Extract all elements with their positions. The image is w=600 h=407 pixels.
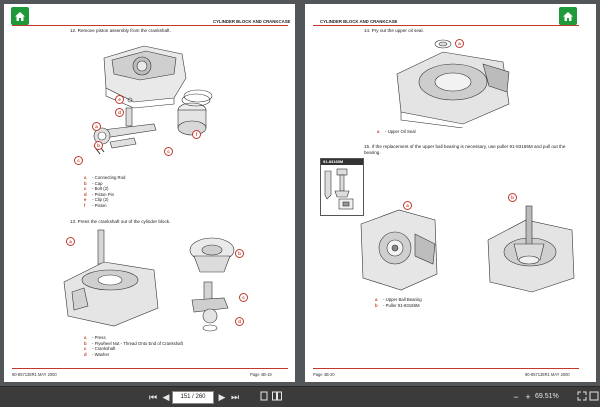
callout-c: c: [74, 156, 83, 165]
callout-a-press: a: [66, 237, 75, 246]
callout-b-flywheel-nut: b: [235, 249, 244, 258]
callout-b-puller: b: [508, 193, 517, 202]
home-icon: [563, 11, 573, 21]
next-page-button[interactable]: ▶: [218, 392, 226, 402]
callout-c2: c: [164, 147, 173, 156]
callout-e: e: [115, 95, 124, 104]
legend-15: a- Upper Ball Bearing b- Puller 91-83165…: [375, 297, 422, 308]
footer-doc-id: 90-857138R1 MAY 2000: [525, 372, 570, 377]
home-button[interactable]: [11, 7, 29, 25]
oil-seal-illustration: [396, 39, 510, 128]
page-header: CYLINDER BLOCK AND CRANKCASE: [213, 19, 291, 24]
puller-in-use-illustration: [487, 205, 575, 293]
legend-item: a- Upper Oil Seal: [377, 129, 416, 134]
last-page-button[interactable]: ⏭: [230, 392, 240, 402]
callout-a: a: [92, 122, 101, 131]
legend-12: a- Connecting Rod b- Cap c- Bolt (2) d- …: [84, 175, 125, 209]
callout-d-washer: d: [235, 317, 244, 326]
header-rule: [313, 25, 579, 26]
footer-rule: [12, 368, 288, 369]
tool-label: 91-83165M: [321, 159, 363, 165]
page-header: CYLINDER BLOCK AND CRANKCASE: [320, 19, 398, 24]
page-number-input[interactable]: 151 / 260: [172, 391, 214, 404]
crankshaft-press-illustration: [63, 229, 235, 332]
fullscreen-icon[interactable]: [588, 391, 600, 403]
document-viewer[interactable]: CYLINDER BLOCK AND CRANKCASE 12. Remove …: [0, 0, 600, 386]
step-13: 13. Press the crankshaft out of the cyli…: [70, 219, 171, 224]
piston-assembly-illustration: [93, 45, 213, 155]
legend-item: a- Press: [84, 335, 106, 340]
first-page-button[interactable]: ⏮: [148, 392, 158, 402]
tool-box: 91-83165M: [320, 158, 364, 216]
callout-d: d: [115, 108, 124, 117]
puller-tool-icon: [324, 168, 354, 210]
legend-item: c- Crankshaft: [84, 346, 116, 352]
legend-item: d- Piston Pin: [84, 191, 114, 197]
zoom-level[interactable]: 69.51%: [535, 393, 559, 400]
callout-a-upper-oil-seal: a: [455, 39, 464, 48]
two-page-view-icon[interactable]: [271, 391, 283, 403]
legend-item: e- Clip (2): [84, 197, 109, 203]
legend-item: a- Upper Ball Bearing: [375, 297, 422, 302]
header-rule: [12, 25, 288, 26]
footer-page-number: Page 4B-19: [250, 372, 272, 377]
legend-item: b- Puller 91-83165M: [375, 302, 420, 308]
footer-rule: [313, 368, 579, 369]
callout-f: f: [192, 130, 201, 139]
legend-13: a- Press b- Flywheel Nut - Thread Onto E…: [84, 335, 183, 357]
callout-a-upper-ball-bearing: a: [403, 201, 412, 210]
step-15: 15. If the replacement of the upper ball…: [364, 144, 566, 155]
callout-b: b: [94, 141, 103, 150]
single-page-view-icon[interactable]: [258, 391, 270, 403]
callout-c-crankshaft: c: [239, 293, 248, 302]
legend-item: a- Connecting Rod: [84, 175, 126, 180]
zoom-out-button[interactable]: −: [513, 392, 519, 402]
legend-14: a- Upper Oil Seal: [377, 129, 416, 135]
step-14: 14. Pry out the upper oil seal.: [364, 28, 424, 33]
right-page: CYLINDER BLOCK AND CRANKCASE 14. Pry out…: [305, 4, 596, 382]
legend-item: d- Washer: [84, 351, 110, 357]
upper-ball-bearing-illustration: [360, 209, 438, 291]
home-icon: [15, 11, 25, 21]
legend-item: f- Piston: [84, 202, 107, 208]
home-button[interactable]: [559, 7, 577, 25]
left-page: CYLINDER BLOCK AND CRANKCASE 12. Remove …: [4, 4, 295, 382]
legend-item: b- Flywheel Nut - Thread Onto End of Cra…: [84, 340, 183, 346]
fit-page-icon[interactable]: [576, 391, 588, 403]
zoom-in-button[interactable]: +: [525, 392, 531, 402]
footer-page-number: Page 4B-20: [313, 372, 335, 377]
legend-item: b- Cap: [84, 180, 103, 186]
footer-doc-id: 90-857138R1 MAY 2000: [12, 372, 57, 377]
legend-item: c- Bolt (2): [84, 186, 109, 192]
step-12: 12. Remove piston assembly from the cran…: [70, 28, 171, 33]
previous-page-button[interactable]: ◀: [162, 392, 170, 402]
viewer-toolbar: ⏮ ◀ 151 / 260 ▶ ⏭ − + 69.51%: [0, 386, 600, 407]
